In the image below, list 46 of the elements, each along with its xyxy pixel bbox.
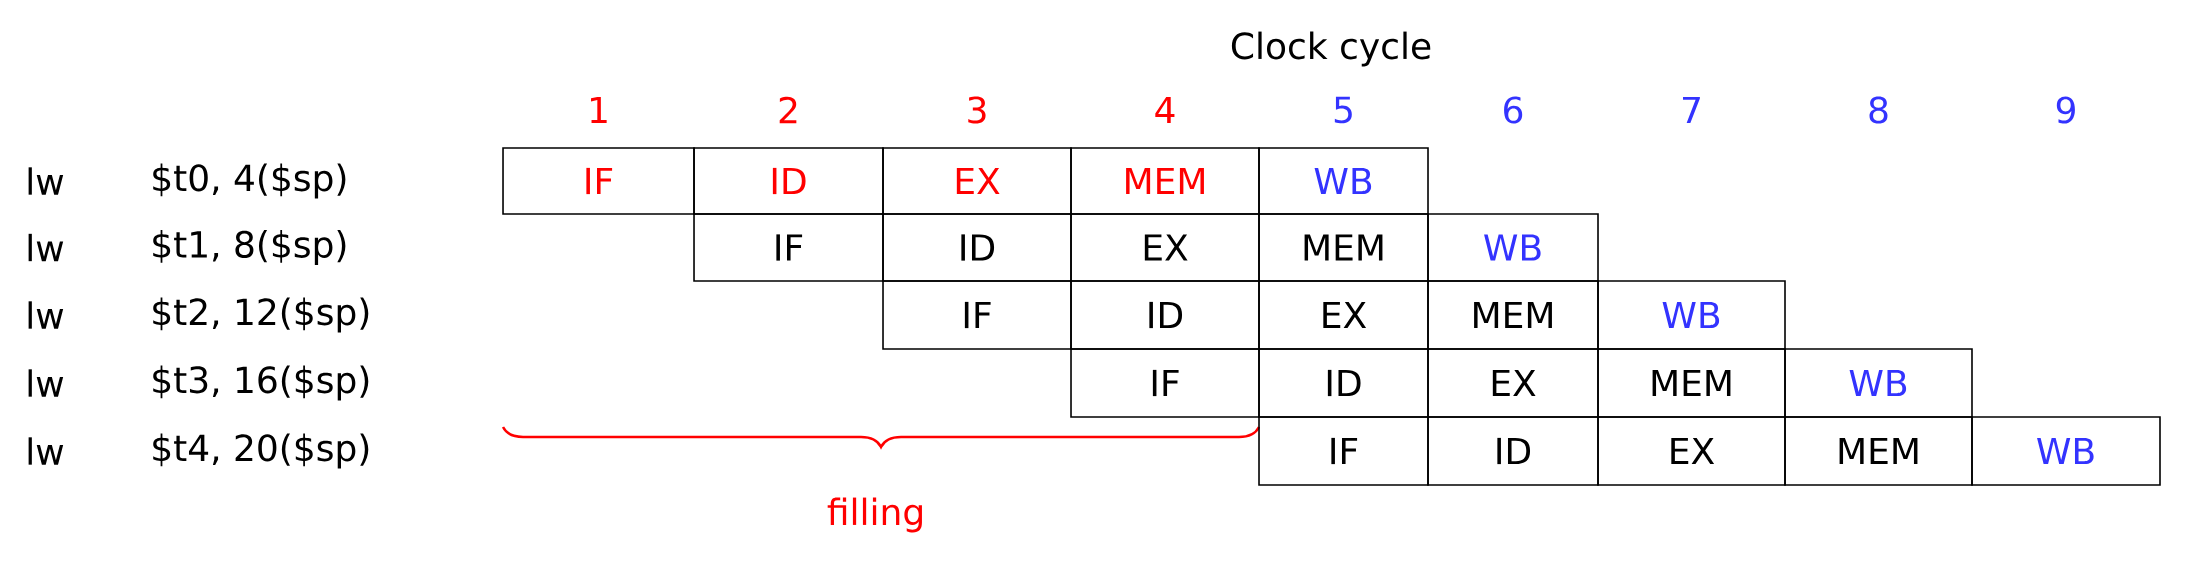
cycle-number: 3 (968, 96, 986, 124)
stage-cell: WB (1258, 147, 1429, 215)
stage-cell: MEM (1070, 147, 1260, 215)
brace-label: filling (827, 497, 922, 533)
stage-cell: EX (1258, 280, 1429, 350)
stage-cell: EX (1070, 213, 1260, 282)
cycle-number: 5 (1334, 96, 1352, 124)
stage-cell: WB (1427, 213, 1599, 282)
stage-cell: ID (882, 213, 1072, 282)
operands: $t2, 12($sp) (153, 297, 369, 333)
stage-cell: EX (1597, 416, 1786, 486)
cycle-number: 1 (591, 96, 607, 124)
stage-cell: ID (693, 147, 884, 215)
stage-cell: WB (1597, 280, 1786, 350)
stage-cell: ID (1070, 280, 1260, 350)
operands: $t1, 8($sp) (153, 230, 346, 265)
cycle-number: 2 (779, 96, 797, 124)
operands: $t0, 4($sp) (153, 163, 346, 199)
opcode: lw (28, 233, 64, 262)
cycle-number: 7 (1683, 96, 1700, 124)
cycle-number: 4 (1155, 96, 1175, 124)
stage-cell: IF (882, 280, 1072, 350)
stage-cell: MEM (1597, 348, 1786, 418)
operands: $t4, 20($sp) (153, 433, 369, 469)
cycle-number: 6 (1504, 96, 1523, 124)
stage-cell: IF (502, 147, 695, 215)
stage-cell: IF (1070, 348, 1260, 418)
stage-cell: MEM (1784, 416, 1973, 486)
cycle-number: 8 (1869, 96, 1888, 124)
axis-title: Clock cycle (1231, 31, 1431, 67)
opcode: lw (28, 369, 64, 397)
stage-cell: MEM (1427, 280, 1599, 350)
stage-cell: WB (1971, 416, 2161, 486)
cycle-number: 9 (2056, 96, 2075, 124)
operands: $t3, 16($sp) (153, 365, 369, 401)
stage-cell: IF (693, 213, 884, 282)
stage-cell: EX (1427, 348, 1599, 418)
stage-cell: EX (882, 147, 1072, 215)
stage-cell: ID (1258, 348, 1429, 418)
opcode: lw (28, 167, 64, 195)
stage-cell: MEM (1258, 213, 1429, 282)
stage-cell: IF (1258, 416, 1429, 486)
stage-cell: ID (1427, 416, 1599, 486)
stage-cell: WB (1784, 348, 1973, 418)
opcode: lw (28, 301, 64, 329)
opcode: lw (28, 437, 64, 465)
